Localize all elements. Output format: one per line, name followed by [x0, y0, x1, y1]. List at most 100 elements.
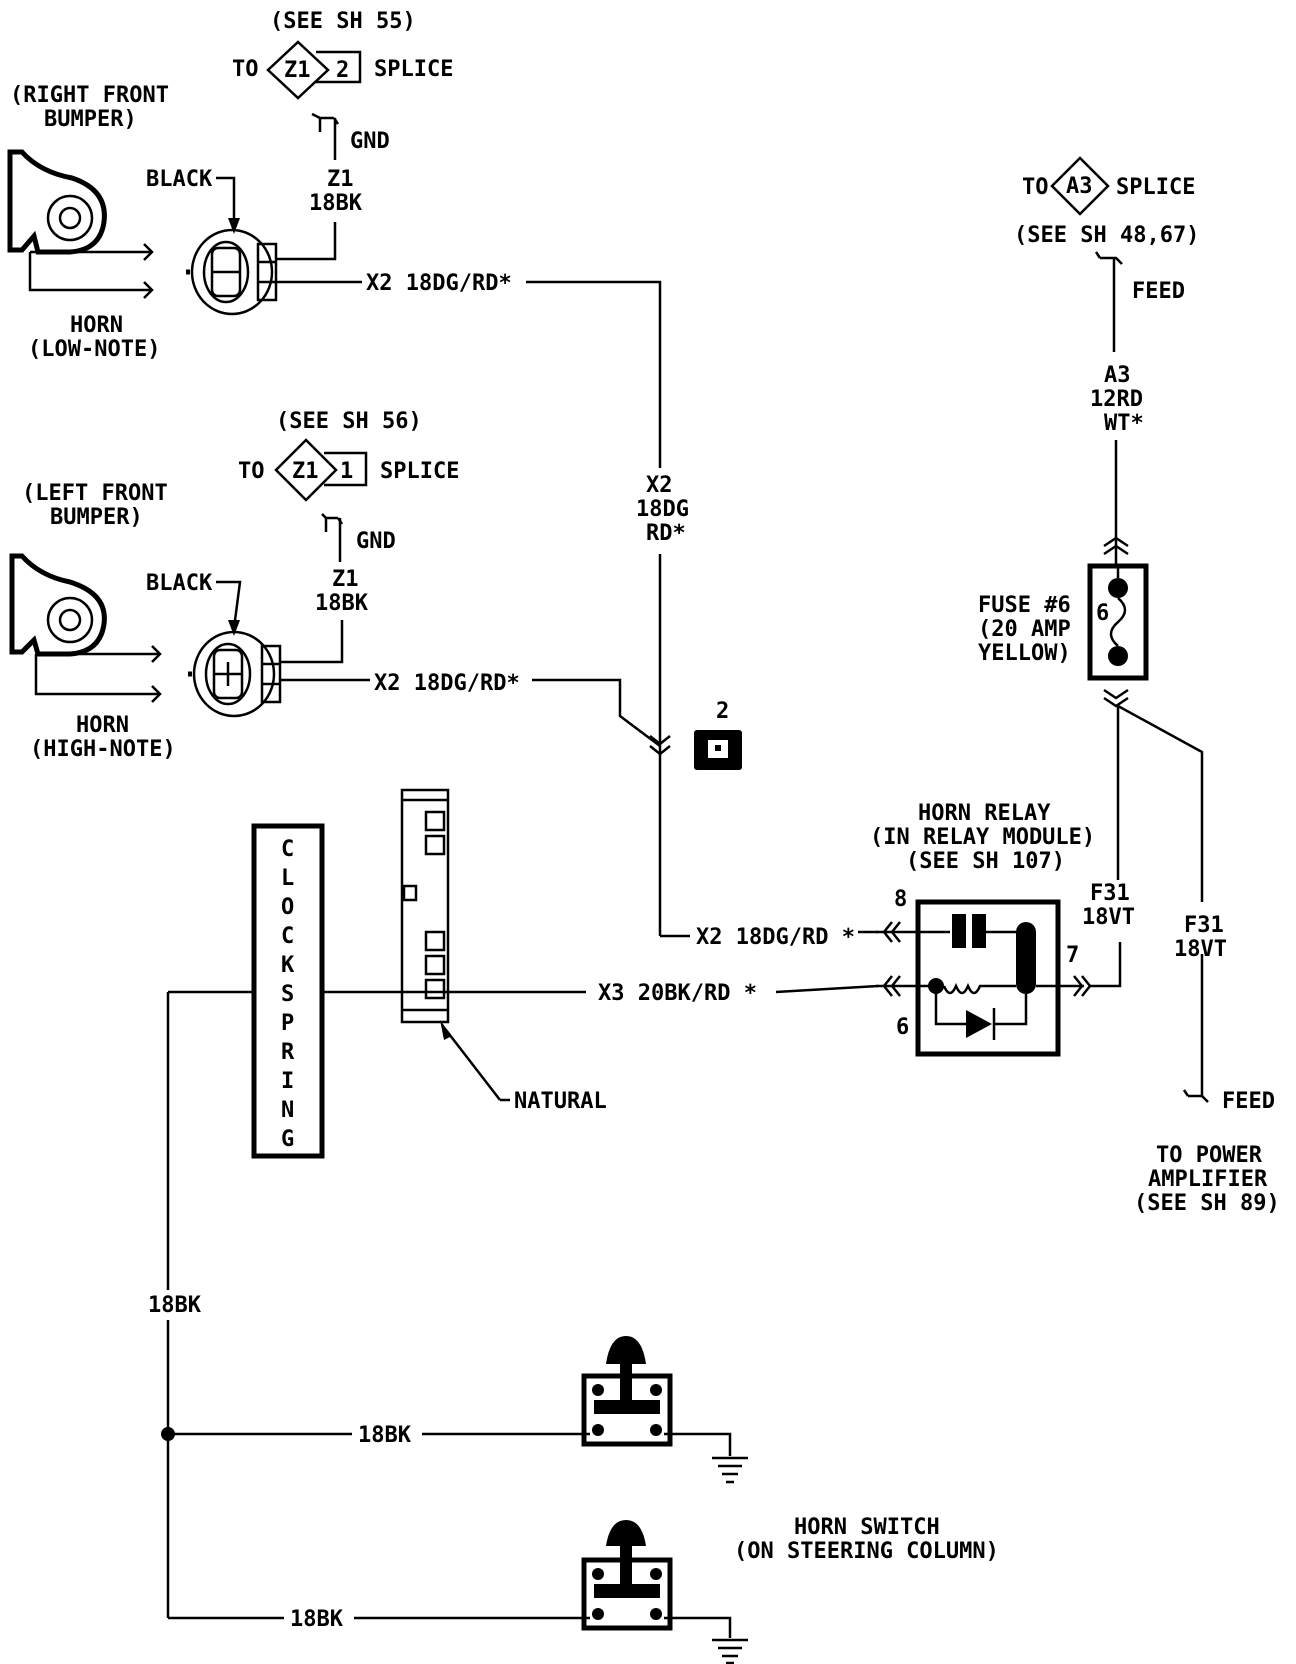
a3-to: TO — [1022, 175, 1049, 200]
rf-horn-note: (LOW-NOTE) — [28, 337, 160, 362]
bk-switch-2-wire: 18BK — [290, 1607, 344, 1632]
steering-connector-icon — [400, 788, 450, 1024]
lf-location-2: BUMPER) — [50, 505, 143, 530]
connector-pin-label: 2 — [716, 699, 729, 724]
relay-see-sheet: (SEE SH 107) — [906, 849, 1065, 874]
right-front-horn-group: (SEE SH 55) TO Z1 2 SPLICE (RIGHT FRONT … — [7, 9, 662, 760]
lf-gnd: GND — [356, 529, 396, 554]
horn-switch-group: 18BK 18BK 18BK — [142, 992, 999, 1664]
lf-splice-label: SPLICE — [380, 459, 459, 484]
x2-vert-id: X2 — [646, 473, 673, 498]
horn-switch-location: (ON STEERING COLUMN) — [734, 1539, 999, 1564]
x3-relay-wire: X3 20BK/RD * — [598, 981, 757, 1006]
x2-connector-chevron-icon — [649, 735, 671, 746]
a3-see-sheet: (SEE SH 48,67) — [1014, 223, 1199, 248]
clockspring-letter: C — [281, 837, 294, 862]
left-front-horn-group: (SEE SH 56) TO Z1 1 SPLICE (LEFT FRONT B… — [9, 409, 661, 762]
rf-splice-num: 2 — [336, 58, 349, 83]
clockspring-letter: R — [281, 1040, 295, 1065]
f31a-gauge: 18VT — [1082, 905, 1135, 930]
lf-see-sheet: (SEE SH 56) — [276, 409, 422, 434]
horn-switch-2-icon — [581, 1520, 673, 1631]
lf-splice-id: Z1 — [292, 459, 319, 484]
rf-wire-id: Z1 — [327, 167, 354, 192]
lf-splice-diamond-icon — [274, 438, 338, 502]
rf-wire-gauge: 18BK — [309, 191, 363, 216]
relay-pin-8: 8 — [894, 887, 907, 912]
fuse-color: YELLOW) — [978, 641, 1071, 666]
x2-wire-vertical — [526, 280, 662, 760]
relay-location: (IN RELAY MODULE) — [870, 825, 1095, 850]
a3-feed-label: FEED — [1132, 279, 1185, 304]
a3-splice-id: A3 — [1066, 174, 1093, 199]
rf-black-label: BLACK — [146, 167, 213, 192]
lf-splice-box — [324, 451, 368, 487]
lf-wire-id: Z1 — [332, 567, 359, 592]
rf-splice-diamond-icon — [266, 40, 330, 100]
horn-switch-title: HORN SWITCH — [794, 1515, 940, 1540]
rf-splice-label: SPLICE — [374, 57, 453, 82]
lf-black-label: BLACK — [146, 571, 213, 596]
amp-feed-stub-icon — [1182, 1089, 1209, 1103]
x2-vert-gauge: 18DG — [636, 497, 689, 522]
relay-pin-6: 6 — [896, 1015, 909, 1040]
lf-horn-icon — [9, 553, 162, 703]
bk-vertical-wire: 18BK — [148, 1293, 202, 1318]
x2-vert-color: RD* — [646, 521, 686, 546]
a3-feed-stub-icon — [1094, 251, 1123, 265]
bk-switch-1-wire: 18BK — [358, 1423, 412, 1448]
horn-relay-group: HORN RELAY (IN RELAY MODULE) (SEE SH 107… — [870, 801, 1280, 1216]
clockspring-letter: L — [281, 866, 294, 891]
fuse-label: FUSE #6 — [978, 593, 1071, 618]
natural-label: NATURAL — [514, 1089, 607, 1114]
f31b-id: F31 — [1184, 913, 1224, 938]
lf-ground-stub-icon — [321, 513, 344, 532]
clockspring-letter: I — [281, 1069, 294, 1094]
a3-wire-id: A3 — [1104, 363, 1131, 388]
clockspring-letter: S — [281, 982, 294, 1007]
rf-horn-label: HORN — [70, 313, 123, 338]
rf-arrow-icon — [228, 218, 240, 234]
lf-to: TO — [238, 459, 265, 484]
clockspring-letter: O — [281, 895, 294, 920]
clockspring-letter: G — [281, 1127, 294, 1152]
fuse-feed-group: TO A3 SPLICE (SEE SH 48,67) FEED A3 12RD… — [978, 156, 1204, 1096]
clockspring-letter: K — [281, 953, 295, 978]
fuse-rating: (20 AMP — [978, 617, 1071, 642]
relay-title: HORN RELAY — [918, 801, 1051, 826]
rf-see-sheet: (SEE SH 55) — [270, 9, 416, 34]
a3-wire-color: WT* — [1104, 411, 1144, 436]
rf-location-1: (RIGHT FRONT — [10, 83, 169, 108]
relay-pin-6-chevron-icon — [882, 975, 893, 997]
rf-location-2: BUMPER) — [44, 107, 137, 132]
x2-relay-wire: X2 18DG/RD * — [696, 925, 855, 950]
relay-pin-8-chevron-icon — [882, 921, 893, 943]
lf-horn-connector-icon — [188, 630, 282, 718]
lf-wire-gauge: 18BK — [315, 591, 369, 616]
f31b-gauge: 18VT — [1174, 937, 1227, 962]
rf-splice-box — [316, 50, 362, 84]
fuse-number: 6 — [1096, 601, 1109, 626]
lf-horn-label: HORN — [76, 713, 129, 738]
fuse-icon: 6 — [1087, 563, 1149, 681]
a3-splice-diamond-icon — [1050, 156, 1110, 216]
clockspring-letter: N — [281, 1098, 294, 1123]
clockspring-letter: C — [281, 924, 294, 949]
lf-location-1: (LEFT FRONT — [22, 481, 168, 506]
ground-2-icon — [712, 1638, 748, 1664]
rf-x2-wire: X2 18DG/RD* — [366, 271, 512, 296]
connector-2-icon — [694, 730, 742, 770]
clockspring-letter: P — [281, 1011, 294, 1036]
amp-label-3: (SEE SH 89) — [1134, 1191, 1280, 1216]
lf-x2-wire: X2 18DG/RD* — [374, 671, 520, 696]
rf-ground-stub-icon — [311, 112, 340, 132]
f31a-id: F31 — [1090, 881, 1130, 906]
rf-gnd: GND — [350, 129, 390, 154]
lf-arrow-icon — [228, 620, 240, 636]
a3-splice-label: SPLICE — [1116, 175, 1195, 200]
horn-switch-1-icon — [581, 1336, 673, 1447]
amp-feed-label: FEED — [1222, 1089, 1275, 1114]
relay-pin-7: 7 — [1066, 943, 1079, 968]
